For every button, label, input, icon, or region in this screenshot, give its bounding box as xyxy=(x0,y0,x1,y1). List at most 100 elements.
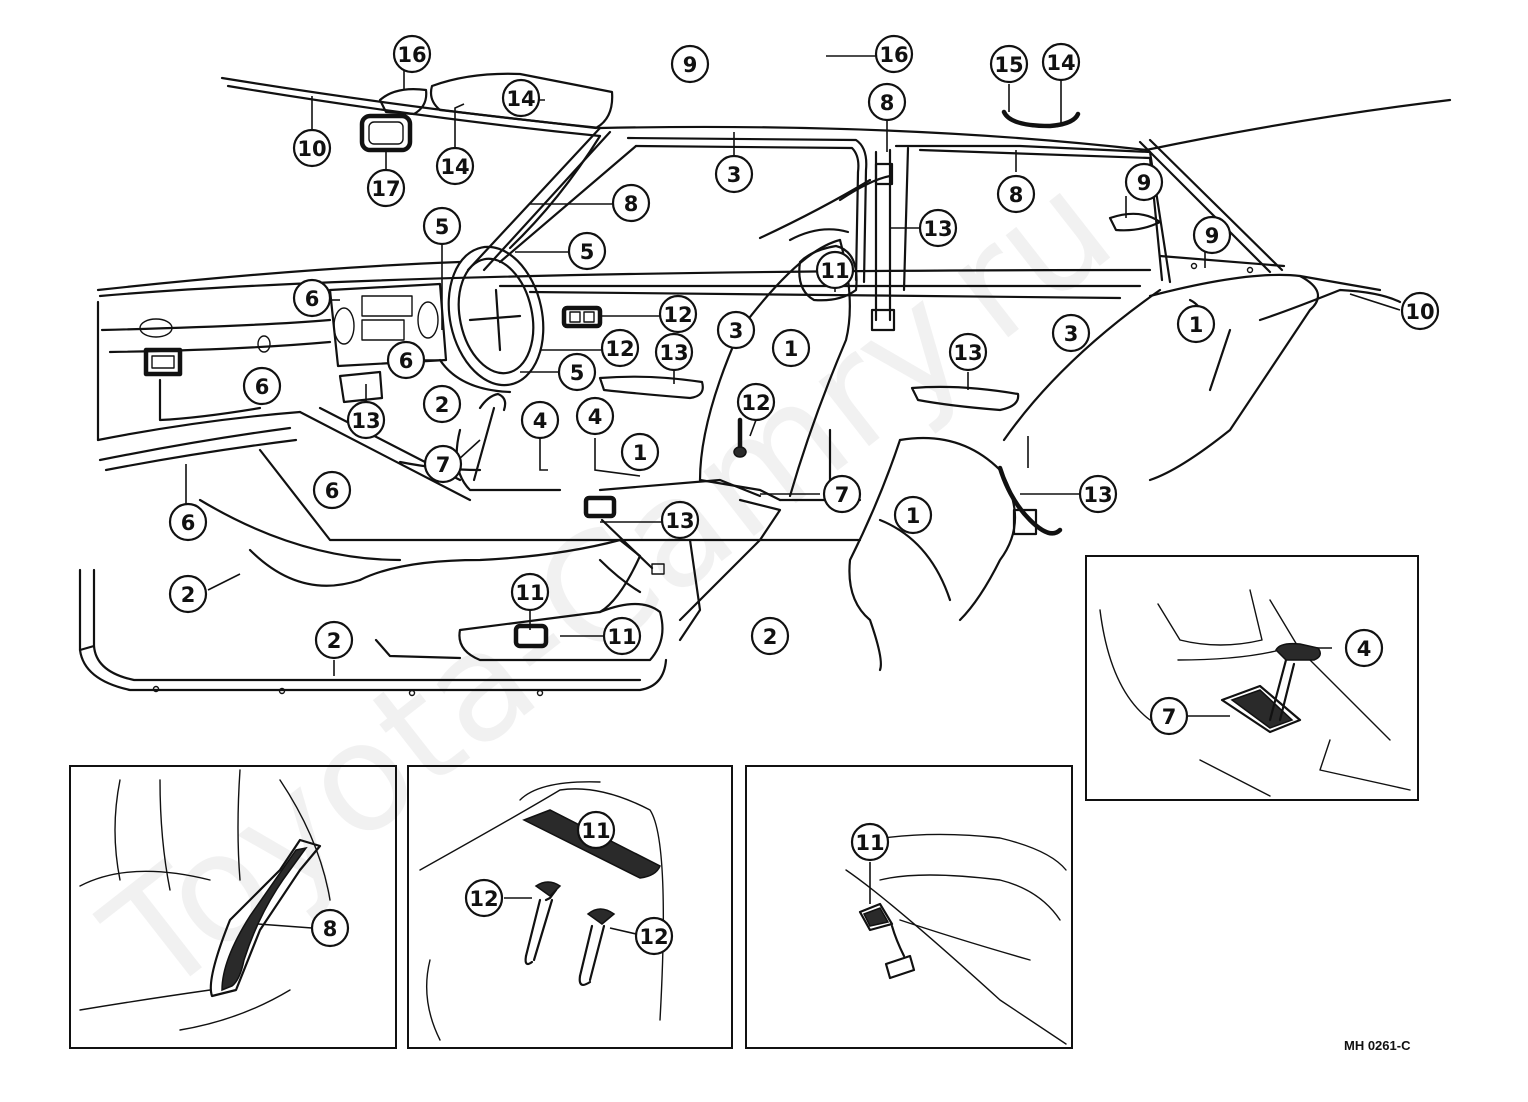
callout-circle xyxy=(602,616,642,656)
callout-circle xyxy=(501,78,541,118)
callout-circle xyxy=(874,34,914,74)
callout-number: 12 xyxy=(605,337,634,361)
callout-16: 16 xyxy=(392,34,432,74)
callout-13: 13 xyxy=(948,332,988,372)
callout-circle xyxy=(893,495,933,535)
callout-circle xyxy=(366,168,406,208)
callout-number: 4 xyxy=(588,405,603,429)
callout-circle xyxy=(422,384,462,424)
callout-number: 16 xyxy=(397,43,426,67)
callout-circle xyxy=(422,206,462,246)
callout-11: 11 xyxy=(850,822,890,862)
callout-number: 11 xyxy=(581,819,610,843)
callout-5: 5 xyxy=(422,206,462,246)
callout-number: 6 xyxy=(181,511,196,535)
callout-number: 13 xyxy=(659,341,688,365)
callout-number: 1 xyxy=(784,337,799,361)
callout-5: 5 xyxy=(557,352,597,392)
callout-circle xyxy=(1051,313,1091,353)
callout-circle xyxy=(1344,628,1384,668)
callout-number: 12 xyxy=(639,925,668,949)
callout-circle xyxy=(168,502,208,542)
callout-4: 4 xyxy=(575,396,615,436)
callout-number: 13 xyxy=(953,341,982,365)
callout-number: 14 xyxy=(1046,51,1075,75)
callout-circle xyxy=(658,294,698,334)
callout-circle xyxy=(423,444,463,484)
callout-number: 10 xyxy=(1405,300,1434,324)
callout-5: 5 xyxy=(567,231,607,271)
callout-14: 14 xyxy=(501,78,541,118)
callout-circle xyxy=(386,340,426,380)
callout-circle xyxy=(750,616,790,656)
callout-circle xyxy=(314,620,354,660)
callout-3: 3 xyxy=(714,154,754,194)
callout-2: 2 xyxy=(314,620,354,660)
callout-circle xyxy=(392,34,432,74)
callout-number: 8 xyxy=(323,917,338,941)
callout-circle xyxy=(310,908,350,948)
callout-circle xyxy=(346,400,386,440)
callout-7: 7 xyxy=(1149,696,1189,736)
callout-12: 12 xyxy=(658,294,698,334)
callout-circle xyxy=(520,400,560,440)
callout-number: 1 xyxy=(1189,313,1204,337)
callout-number: 4 xyxy=(1357,637,1372,661)
callout-circle xyxy=(1400,291,1440,331)
callout-11: 11 xyxy=(576,810,616,850)
callout-circle xyxy=(1041,42,1081,82)
callout-circle xyxy=(1124,162,1164,202)
callout-10: 10 xyxy=(292,128,332,168)
callout-number: 11 xyxy=(515,581,544,605)
callout-number: 10 xyxy=(297,137,326,161)
callout-circle xyxy=(510,572,550,612)
callout-14: 14 xyxy=(1041,42,1081,82)
callout-number: 14 xyxy=(506,87,535,111)
callout-circle xyxy=(1176,304,1216,344)
callout-14: 14 xyxy=(435,146,475,186)
callout-circle xyxy=(716,310,756,350)
callout-number: 3 xyxy=(1064,322,1079,346)
callout-number: 3 xyxy=(727,163,742,187)
callout-number: 8 xyxy=(880,91,895,115)
callout-circle xyxy=(620,432,660,472)
callout-number: 9 xyxy=(1137,171,1152,195)
callout-circle xyxy=(822,474,862,514)
inset-shifter xyxy=(1085,555,1419,801)
callout-13: 13 xyxy=(918,208,958,248)
callout-circle xyxy=(292,128,332,168)
callout-13: 13 xyxy=(654,332,694,372)
callout-circle xyxy=(918,208,958,248)
callout-12: 12 xyxy=(736,382,776,422)
callout-number: 12 xyxy=(469,887,498,911)
callout-circle xyxy=(634,916,674,956)
callout-8: 8 xyxy=(867,82,907,122)
callout-17: 17 xyxy=(366,168,406,208)
callout-circle xyxy=(736,382,776,422)
callout-number: 2 xyxy=(763,625,778,649)
callout-3: 3 xyxy=(716,310,756,350)
callout-6: 6 xyxy=(292,278,332,318)
callout-number: 8 xyxy=(1009,183,1024,207)
callout-number: 11 xyxy=(820,259,849,283)
callout-11: 11 xyxy=(815,250,855,290)
callout-8: 8 xyxy=(310,908,350,948)
callout-number: 14 xyxy=(440,155,469,179)
callout-3: 3 xyxy=(1051,313,1091,353)
callout-8: 8 xyxy=(611,183,651,223)
diagram-code: MH 0261-C xyxy=(1344,1038,1411,1053)
callout-15: 15 xyxy=(989,44,1029,84)
callout-circle xyxy=(948,332,988,372)
callout-circle xyxy=(168,574,208,614)
callout-6: 6 xyxy=(386,340,426,380)
callout-9: 9 xyxy=(1192,215,1232,255)
callout-circle xyxy=(242,366,282,406)
callout-number: 1 xyxy=(906,504,921,528)
callout-number: 2 xyxy=(327,629,342,653)
callout-circle xyxy=(660,500,700,540)
callout-1: 1 xyxy=(893,495,933,535)
callout-circle xyxy=(567,231,607,271)
callout-2: 2 xyxy=(422,384,462,424)
